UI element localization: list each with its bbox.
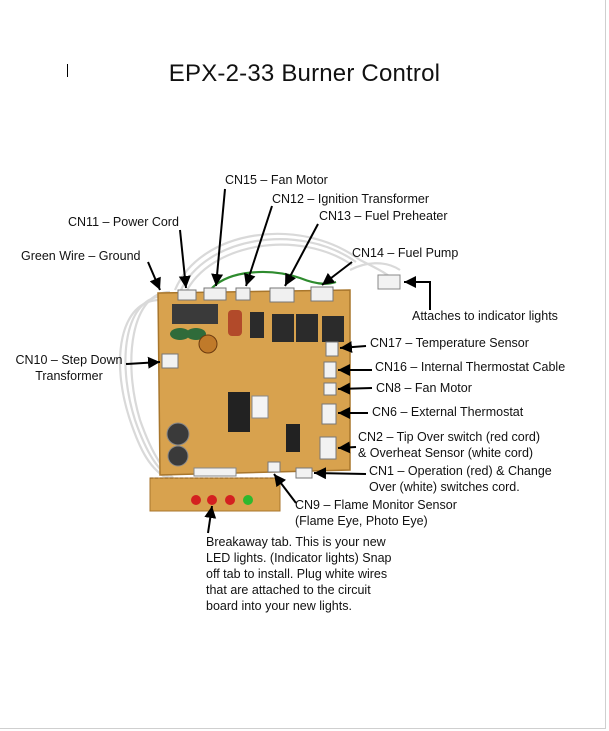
label-green-wire: Green Wire – Ground <box>21 249 141 263</box>
page-title: EPX-2-33 Burner Control <box>168 60 441 87</box>
electrolytic-cap-2 <box>167 445 189 467</box>
breakaway-tab <box>149 477 281 512</box>
label-cn10: CN10 – Step Down Transformer <box>15 353 123 383</box>
label-cn12: CN12 – Ignition Transformer <box>272 192 430 206</box>
relay-3 <box>296 314 318 342</box>
leader-lines <box>125 188 431 534</box>
led-red-2 <box>207 495 217 505</box>
ground-wire <box>211 270 337 289</box>
connector-cn10 <box>161 353 179 369</box>
relay-1 <box>250 312 264 338</box>
connector-cn11 <box>177 289 197 301</box>
connector-cn14 <box>310 286 334 302</box>
connector-cn6 <box>321 403 337 425</box>
led-red-3 <box>225 495 235 505</box>
text-cursor <box>67 64 68 77</box>
connector-cn16 <box>323 361 337 379</box>
connector-cn15 <box>203 287 227 301</box>
label-cn14: CN14 – Fuel Pump <box>352 246 459 260</box>
label-cn6: CN6 – External Thermostat <box>372 405 524 419</box>
ic-main <box>228 392 250 432</box>
chip-block <box>172 304 218 324</box>
label-cn8: CN8 – Fan Motor <box>376 381 472 395</box>
led-green <box>243 495 253 505</box>
ic-small <box>286 424 300 452</box>
label-cn13: CN13 – Fuel Preheater <box>319 209 448 223</box>
relay-4 <box>322 316 344 342</box>
label-cn11: CN11 – Power Cord <box>68 215 179 229</box>
connector-cn13 <box>269 287 295 303</box>
cap-green-1 <box>170 328 190 340</box>
label-breakaway-tab: Breakaway tab. This is your new LED ligh… <box>206 535 392 613</box>
bundle-connector <box>377 274 401 290</box>
electrolytic-cap-1 <box>166 422 190 446</box>
connector-cn17 <box>325 341 339 357</box>
label-sticker <box>251 395 269 419</box>
header-pins <box>193 467 237 477</box>
wire-bundle <box>118 232 401 485</box>
label-cn9: CN9 – Flame Monitor Sensor (Flame Eye, P… <box>295 498 457 528</box>
connector-cn8 <box>323 382 337 396</box>
label-indicator-lights: Attaches to indicator lights <box>412 309 558 323</box>
label-cn15: CN15 – Fan Motor <box>225 173 328 187</box>
connector-cn12 <box>235 287 251 301</box>
coil <box>198 334 218 354</box>
connector-cn1 <box>295 467 313 479</box>
capacitor-red <box>228 310 242 336</box>
label-cn1: CN1 – Operation (red) & Change Over (whi… <box>369 464 552 494</box>
cap-green-2 <box>186 328 206 340</box>
relay-2 <box>272 314 294 342</box>
connector-cn2 <box>319 436 337 460</box>
connector-cn9 <box>267 461 281 473</box>
label-cn2: CN2 – Tip Over switch (red cord) & Overh… <box>358 430 540 460</box>
label-cn17: CN17 – Temperature Sensor <box>370 336 529 350</box>
label-cn16: CN16 – Internal Thermostat Cable <box>375 360 566 374</box>
led-red-1 <box>191 495 201 505</box>
